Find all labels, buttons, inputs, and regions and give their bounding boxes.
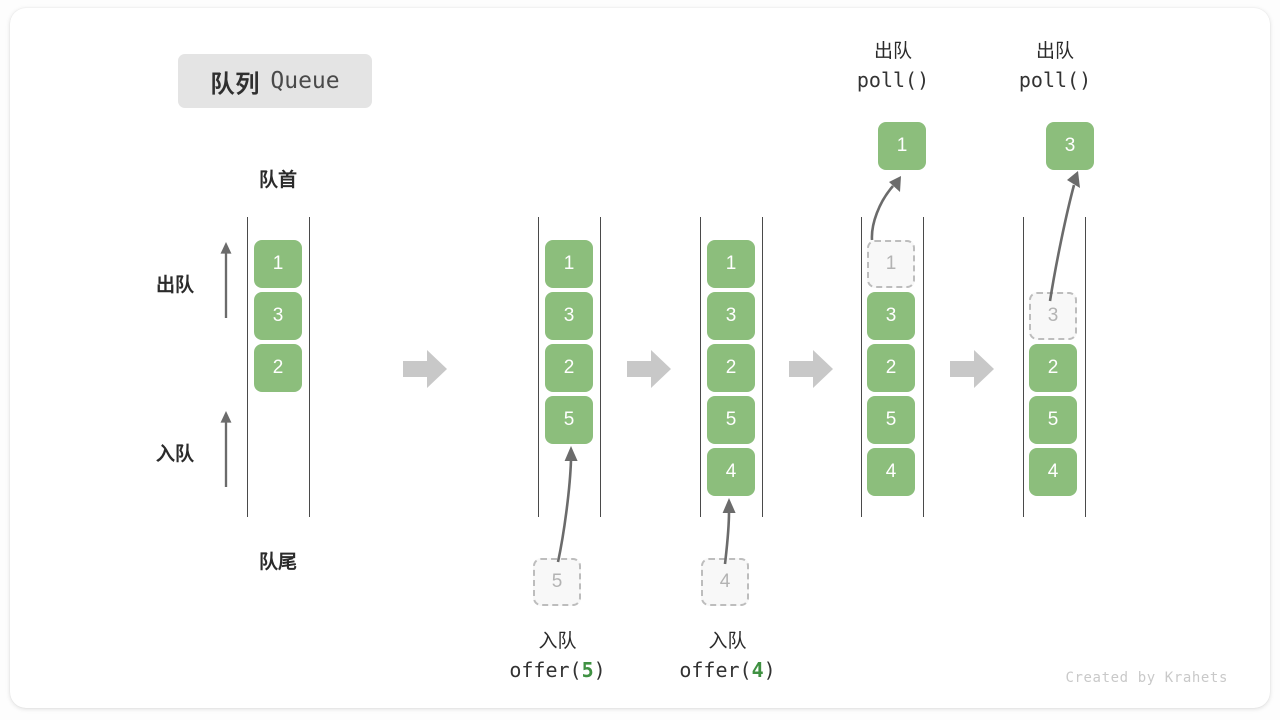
dequeue-flow-arrow xyxy=(1048,171,1080,302)
poll-1-label-code: poll() xyxy=(856,67,930,92)
queue-cell: 3 xyxy=(707,292,755,340)
queue-cell: 2 xyxy=(1029,344,1077,392)
rail-right-p1 xyxy=(309,217,310,517)
rail-left-p5 xyxy=(1023,217,1024,517)
rail-left-p3 xyxy=(700,217,701,517)
poll-1-label-cn: 出队 xyxy=(873,41,912,62)
rail-right-p4 xyxy=(923,217,924,517)
incoming-ghost-cell: 5 xyxy=(533,558,581,606)
footer-credit: Created by Krahets xyxy=(1065,670,1228,686)
offer-5-label-code: offer(5) xyxy=(509,657,606,682)
offer-4-label-cn: 入队 xyxy=(708,631,747,652)
transition-arrow-icon xyxy=(950,350,994,388)
transition-arrow-icon xyxy=(789,350,833,388)
queue-cell: 1 xyxy=(254,240,302,288)
queue-cell: 2 xyxy=(254,344,302,392)
incoming-ghost-cell: 4 xyxy=(701,558,749,606)
queue-cell: 5 xyxy=(1029,396,1077,444)
popped-cell: 3 xyxy=(1046,122,1094,170)
poll-1-label: 出队 poll() xyxy=(828,38,958,95)
queue-cell: 5 xyxy=(867,396,915,444)
queue-cell: 3 xyxy=(545,292,593,340)
queue-cell: 4 xyxy=(1029,448,1077,496)
queue-cell: 2 xyxy=(707,344,755,392)
queue-cell: 3 xyxy=(867,292,915,340)
queue-cell: 1 xyxy=(707,240,755,288)
queue-cell-new: 5 xyxy=(545,396,593,444)
queue-cell: 1 xyxy=(545,240,593,288)
transition-arrow-icon xyxy=(627,350,671,388)
title-english: Queue xyxy=(270,68,340,94)
rail-left-p4 xyxy=(861,217,862,517)
title-chinese: 队列 xyxy=(210,70,261,98)
queue-cell: 5 xyxy=(707,396,755,444)
queue-cell: 3 xyxy=(254,292,302,340)
enqueue-label: 入队 xyxy=(156,444,195,465)
queue-cell: 2 xyxy=(867,344,915,392)
queue-cell-removed: 1 xyxy=(867,240,915,288)
rail-right-p3 xyxy=(762,217,763,517)
diagram-card: 队列 Queue 队首 队尾 出队 入队 1 3 2 1 3 2 5 xyxy=(10,8,1270,708)
offer-4-label: 入队 offer(4) xyxy=(640,628,815,685)
dequeue-flow-arrow xyxy=(870,176,901,241)
rail-left-p2 xyxy=(538,217,539,517)
enqueue-flow-arrow xyxy=(556,446,578,563)
queue-cell-new: 4 xyxy=(707,448,755,496)
poll-3-label-code: poll() xyxy=(1018,67,1092,92)
poll-3-label: 出队 poll() xyxy=(990,38,1120,95)
offer-4-label-code: offer(4) xyxy=(679,657,776,682)
offer-5-label-cn: 入队 xyxy=(538,631,577,652)
rear-label: 队尾 xyxy=(258,552,297,573)
enqueue-flow-arrow xyxy=(722,498,736,565)
rail-right-p2 xyxy=(600,217,601,517)
front-label: 队首 xyxy=(258,170,297,191)
dequeue-direction-arrow xyxy=(220,241,232,319)
rail-left-p1 xyxy=(247,217,248,517)
title-badge: 队列 Queue xyxy=(178,54,372,108)
popped-cell: 1 xyxy=(878,122,926,170)
dequeue-label: 出队 xyxy=(156,275,195,296)
queue-cell: 4 xyxy=(867,448,915,496)
offer-5-label: 入队 offer(5) xyxy=(470,628,645,685)
enqueue-direction-arrow xyxy=(220,410,232,488)
poll-3-label-cn: 出队 xyxy=(1035,41,1074,62)
queue-cell-removed: 3 xyxy=(1029,292,1077,340)
rail-right-p5 xyxy=(1085,217,1086,517)
queue-cell: 2 xyxy=(545,344,593,392)
transition-arrow-icon xyxy=(403,350,447,388)
